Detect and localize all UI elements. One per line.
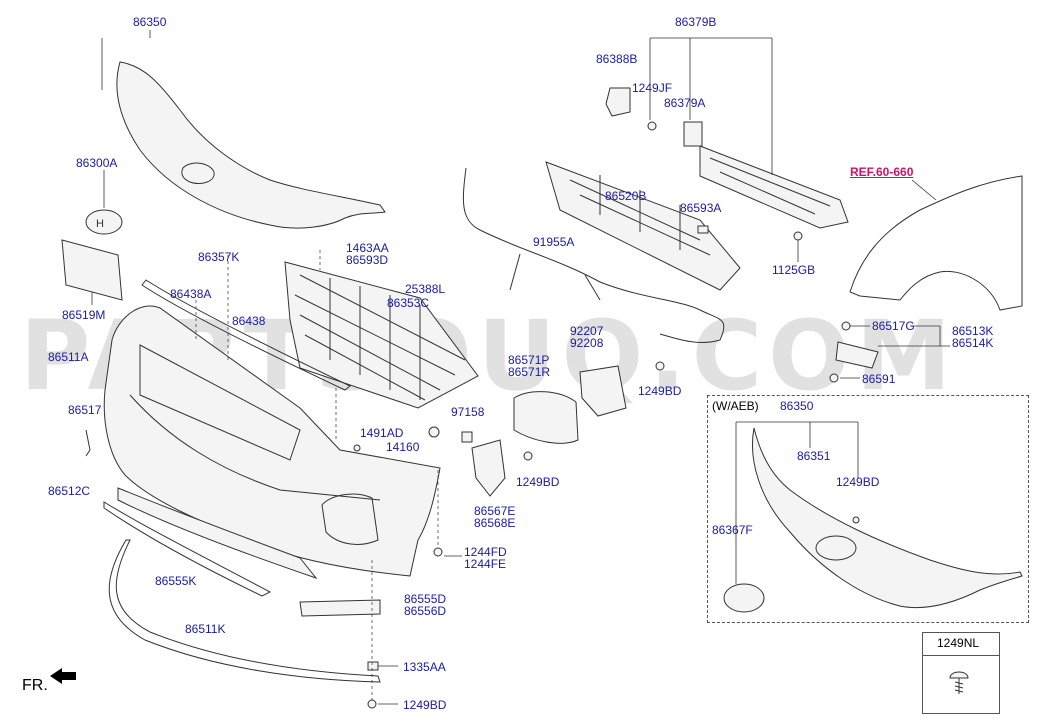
part-label-86353C[interactable]: 86353C — [387, 296, 430, 310]
license-bracket-part — [61, 239, 123, 301]
part-label-86300A[interactable]: 86300A — [76, 156, 118, 170]
sensor-97158 — [461, 431, 473, 443]
screw-1249BD-aeb — [852, 516, 860, 524]
part-label-1125GB[interactable]: 1125GB — [772, 263, 816, 277]
part-label-86357K[interactable]: 86357K — [198, 250, 240, 264]
lower-reinforcement-part — [299, 599, 381, 617]
clip-86517G — [841, 321, 851, 331]
part-label-86511A[interactable]: 86511A — [48, 350, 89, 364]
part-label-91955A[interactable]: 91955A — [533, 235, 575, 249]
part-label-1249BD-bottom[interactable]: 1249BD — [403, 698, 447, 712]
moulding-strip-part — [141, 279, 351, 391]
screw-1249BD-right — [655, 361, 665, 371]
part-label-86519M[interactable]: 86519M — [62, 308, 106, 322]
part-label-86555D[interactable]: 86555D — [404, 592, 447, 606]
aeb-variant-box — [707, 395, 1029, 623]
fender-bracket-part — [835, 341, 879, 369]
aeb-hood-garnish-part — [752, 427, 1023, 609]
lower-grille-part — [117, 487, 318, 580]
bolt-1125GB — [793, 231, 803, 241]
part-label-86438A[interactable]: 86438A — [170, 287, 212, 301]
part-label-86350[interactable]: 86350 — [133, 15, 167, 29]
part-label-86350-aeb[interactable]: 86350 — [780, 399, 814, 413]
part-label-1249BD-mid[interactable]: 1249BD — [516, 475, 560, 489]
aeb-variant-label: (W/AEB) — [712, 399, 759, 413]
bolt-14160 — [353, 444, 361, 452]
front-fender-ref — [849, 175, 1023, 311]
part-label-86367F[interactable]: 86367F — [712, 523, 753, 537]
energy-absorber-part — [545, 161, 741, 291]
part-label-86438[interactable]: 86438 — [232, 314, 266, 328]
part-label-1244FE[interactable]: 1244FE — [464, 557, 507, 571]
screw-1249BD-mid — [523, 451, 533, 461]
part-label-86556D[interactable]: 86556D — [404, 604, 447, 618]
part-label-86512C[interactable]: 86512C — [48, 484, 91, 498]
wiring-harness-part — [462, 167, 725, 343]
part-label-86591[interactable]: 86591 — [862, 372, 896, 386]
part-label-1249JF[interactable]: 1249JF — [632, 81, 673, 95]
part-label-92208[interactable]: 92208 — [570, 336, 604, 350]
bolt-1244FD — [433, 547, 443, 557]
part-label-14160[interactable]: 14160 — [386, 440, 420, 454]
part-label-86517[interactable]: 86517 — [68, 403, 102, 417]
screw-1249BD-bottom — [367, 699, 377, 709]
part-label-86388B[interactable]: 86388B — [596, 52, 638, 66]
side-bracket-part — [471, 439, 506, 497]
part-label-25388L[interactable]: 25388L — [405, 282, 446, 296]
emblem-part — [85, 209, 123, 235]
part-label-86555K[interactable]: 86555K — [155, 574, 197, 588]
foglamp-part — [579, 365, 627, 417]
part-label-86379B[interactable]: 86379B — [675, 15, 717, 29]
lower-lip-part — [103, 501, 272, 597]
part-label-1335AA[interactable]: 1335AA — [403, 660, 446, 674]
front-direction-arrow — [50, 668, 76, 684]
svg-text:H: H — [96, 218, 104, 230]
part-label-86593D[interactable]: 86593D — [346, 253, 389, 267]
front-bumper-fascia-part — [103, 305, 441, 577]
part-label-86571P[interactable]: 86571P — [508, 353, 550, 367]
part-label-86511K[interactable]: 86511K — [185, 622, 226, 636]
part-label-86568E[interactable]: 86568E — [474, 516, 516, 530]
radiator-grille-part — [284, 261, 479, 409]
part-label-1463AA[interactable]: 1463AA — [346, 241, 389, 255]
clip-86593A — [697, 225, 709, 234]
foglamp-cover-part — [513, 391, 579, 444]
part-label-86513K[interactable]: 86513K — [952, 324, 994, 338]
screw-86591 — [829, 373, 839, 383]
beam-bracket-86388B — [605, 87, 631, 117]
part-label-86520B[interactable]: 86520B — [605, 189, 647, 203]
part-label-1249NL[interactable]: 1249NL — [937, 636, 980, 650]
part-label-97158[interactable]: 97158 — [451, 405, 485, 419]
hood-garnish-part — [116, 61, 386, 229]
clip-1335AA — [367, 661, 379, 671]
fender-reference-link[interactable]: REF.60-660 — [850, 165, 914, 179]
clip-1491AD — [428, 426, 440, 438]
beam-stay-86379A — [683, 121, 703, 147]
part-label-86514K[interactable]: 86514K — [952, 336, 994, 350]
hood-emblem-recess — [181, 162, 215, 185]
part-label-92207[interactable]: 92207 — [570, 324, 604, 338]
part-label-86571R[interactable]: 86571R — [508, 365, 551, 379]
part-label-86351[interactable]: 86351 — [797, 449, 831, 463]
part-label-86567E[interactable]: 86567E — [474, 504, 516, 518]
part-label-86593A[interactable]: 86593A — [680, 201, 722, 215]
screw-1249NL — [949, 671, 969, 679]
front-direction-label: FR. — [22, 677, 48, 694]
lip-spoiler-part — [108, 539, 381, 683]
fastener-box-header — [922, 632, 1000, 656]
aeb-emblem-part — [723, 583, 765, 613]
part-label-1249BD-aeb[interactable]: 1249BD — [836, 475, 880, 489]
bolt-1249JF — [647, 121, 657, 131]
part-label-1244FD[interactable]: 1244FD — [464, 545, 507, 559]
part-label-86517G[interactable]: 86517G — [872, 319, 915, 333]
part-label-1491AD[interactable]: 1491AD — [360, 426, 404, 440]
aeb-emblem-recess — [815, 535, 857, 561]
part-label-86379A[interactable]: 86379A — [664, 96, 706, 110]
bumper-beam-part — [699, 145, 849, 229]
part-label-1249BD-right[interactable]: 1249BD — [638, 384, 682, 398]
bracket-86517-left — [85, 429, 91, 457]
